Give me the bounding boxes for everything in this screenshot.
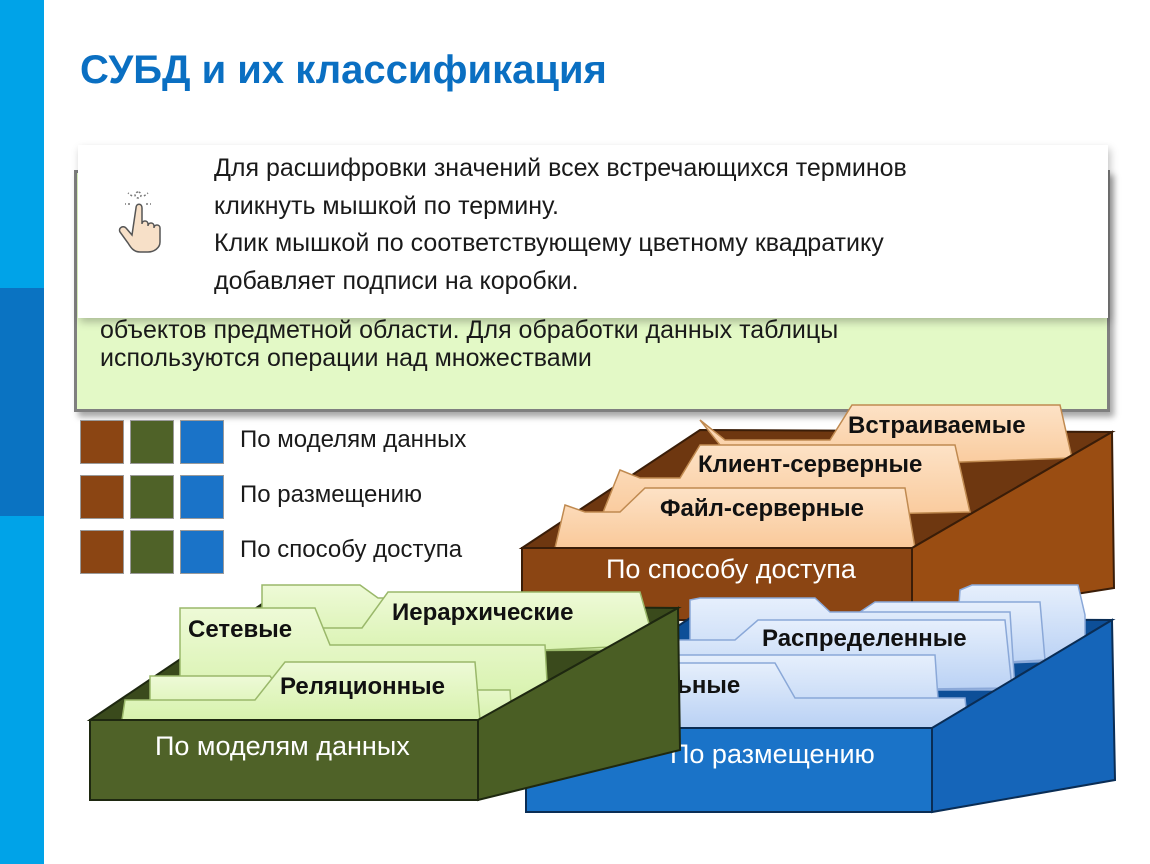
card-file-server-label: Файл-серверные xyxy=(660,495,864,522)
card-network-label: Сетевые xyxy=(188,616,292,643)
card-distributed-label: Распределенные xyxy=(762,625,967,652)
legend-square-blue[interactable] xyxy=(180,420,224,464)
legend-square-brown[interactable] xyxy=(80,475,124,519)
legend-label-access: По способу доступа xyxy=(240,536,463,563)
legend-square-blue[interactable] xyxy=(180,475,224,519)
instruction-line-2: кликнуть мышкой по термину. xyxy=(214,191,559,220)
card-embedded-label: Встраиваемые xyxy=(848,412,1026,439)
card-client-server-label: Клиент-серверные xyxy=(698,451,922,478)
box-models-label: По моделям данных xyxy=(155,731,410,761)
instruction-text: Для расшифровки значений всех встречающи… xyxy=(214,150,1094,300)
definition-partial-line: объектов предметной области. Для обработ… xyxy=(100,316,839,344)
legend-square-brown[interactable] xyxy=(80,420,124,464)
definition-last-line: используются операции над множествами xyxy=(100,344,592,372)
instruction-popup xyxy=(78,145,1108,318)
legend-square-green[interactable] xyxy=(130,530,174,574)
box-access-label: По способу доступа xyxy=(606,554,857,584)
box-models: Иерархические Сетевые Реляционные По мод… xyxy=(86,584,682,802)
instruction-line-1: Для расшифровки значений всех встречающи… xyxy=(214,154,907,182)
pointer-hand-icon xyxy=(118,191,161,253)
box-models-front xyxy=(89,719,479,801)
slide-title: СУБД и их классификация xyxy=(80,48,607,92)
left-accent-bar-dark xyxy=(0,288,44,516)
legend-label-models: По моделям данных xyxy=(240,426,467,453)
definition-text: объектов предметной области. Для обработ… xyxy=(100,310,1095,378)
legend-label-placement: По размещению xyxy=(240,481,423,508)
instruction-line-4: добавляет подписи на коробки. xyxy=(214,266,579,295)
legend-square-green[interactable] xyxy=(130,420,174,464)
card-hierarchical-label: Иерархические xyxy=(392,599,573,626)
legend-square-blue[interactable] xyxy=(180,530,224,574)
legend-square-green[interactable] xyxy=(130,475,174,519)
box-placement-label: По размещению xyxy=(670,739,875,769)
card-relational-label: Реляционные xyxy=(280,673,445,700)
card-file-server[interactable]: Файл-серверные xyxy=(554,487,916,549)
legend-square-brown[interactable] xyxy=(80,530,124,574)
instruction-line-3: Клик мышкой по соответствующему цветному… xyxy=(214,229,884,257)
